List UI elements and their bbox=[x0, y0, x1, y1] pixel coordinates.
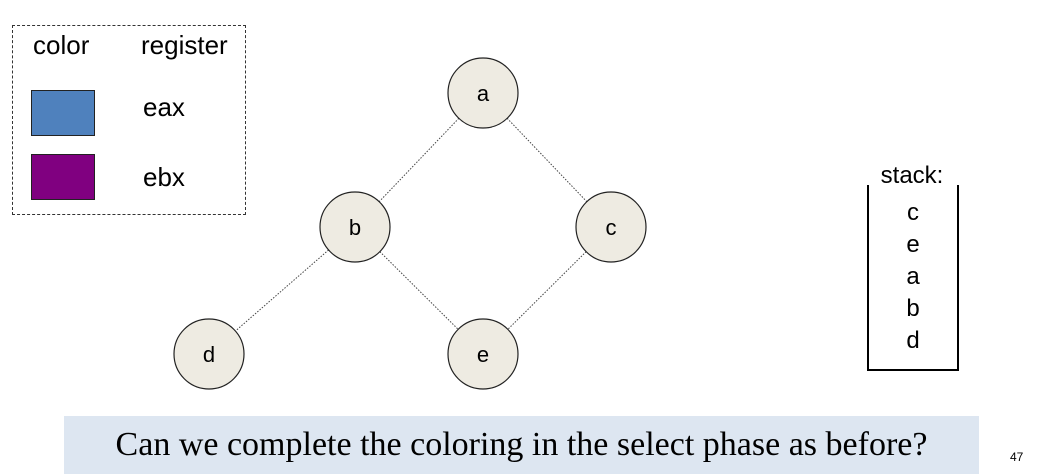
node-b: b bbox=[319, 191, 391, 263]
node-c-label: c bbox=[606, 215, 617, 240]
question-banner: Can we complete the coloring in the sele… bbox=[64, 416, 979, 474]
node-c-circle bbox=[575, 191, 647, 263]
legend-color-header: color bbox=[33, 30, 90, 60]
edge-a-b bbox=[378, 117, 460, 203]
edge-b-d bbox=[235, 249, 329, 332]
node-a: a bbox=[447, 57, 519, 129]
edge-c-e bbox=[507, 251, 587, 330]
node-d: d bbox=[173, 318, 245, 390]
node-e-label: e bbox=[477, 342, 489, 367]
node-c: c bbox=[575, 191, 647, 263]
node-a-circle bbox=[447, 57, 519, 129]
ebx-color-swatch bbox=[31, 154, 95, 200]
node-e-circle bbox=[447, 318, 519, 390]
stack-item: e bbox=[906, 231, 920, 258]
node-e: e bbox=[447, 318, 519, 390]
eax-register-label: eax bbox=[143, 92, 185, 122]
stack-item: a bbox=[906, 263, 920, 290]
node-d-label: d bbox=[203, 342, 215, 367]
edge-a-c bbox=[506, 117, 588, 203]
page-number: 47 bbox=[1010, 450, 1024, 464]
stack-title: stack: bbox=[868, 162, 956, 190]
ebx-register-label: ebx bbox=[143, 162, 185, 192]
register-legend: color register eax ebx bbox=[12, 25, 246, 215]
node-b-label: b bbox=[349, 215, 361, 240]
graph-nodes: a b c d e bbox=[173, 57, 647, 390]
node-a-label: a bbox=[477, 81, 490, 106]
graph-edges bbox=[235, 117, 588, 332]
edge-b-e bbox=[379, 251, 459, 330]
stack-item: b bbox=[906, 295, 920, 322]
stack-item: d bbox=[906, 327, 920, 354]
eax-color-swatch bbox=[31, 90, 95, 136]
stack-item: c bbox=[907, 199, 919, 226]
node-b-circle bbox=[319, 191, 391, 263]
node-d-circle bbox=[173, 318, 245, 390]
legend-register-header: register bbox=[141, 30, 228, 60]
